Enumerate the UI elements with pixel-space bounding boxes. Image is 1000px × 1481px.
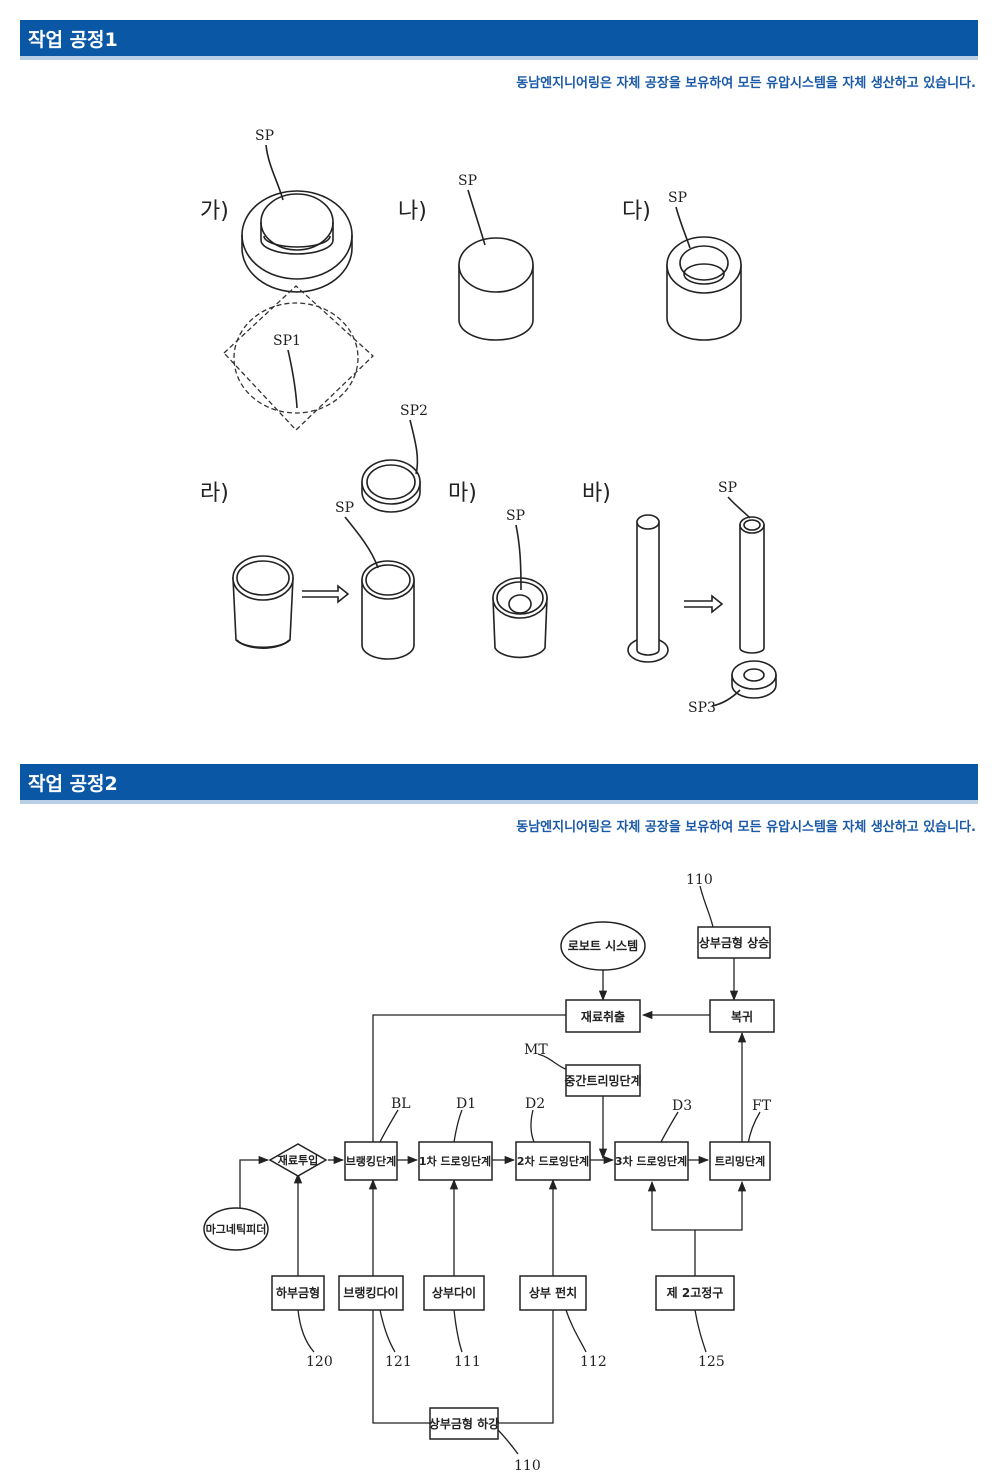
ref-label-110-top: 110 [686,872,713,888]
label-sp1: SP1 [273,333,301,349]
box-return: 복귀 [709,999,775,1033]
svg-text:브랭킹단계: 브랭킹단계 [346,1154,397,1168]
step-label-na: 나) [398,199,427,224]
box-lower-mold: 하부금형 [271,1275,325,1311]
flanged-cup-part [241,190,353,293]
box-mid-trimming: 중간트리밍단계 [564,1064,642,1097]
ref-label-121: 121 [385,1354,412,1370]
svg-text:제 2고정구: 제 2고정구 [667,1285,724,1300]
box-upper-punch: 상부 펀치 [519,1275,587,1311]
ref-label-bl: BL [391,1096,411,1112]
step-label-ra: 라) [200,481,229,506]
label-sp-ma: SP [506,508,525,524]
long-tube-after [739,516,765,654]
box-blanking: 브랭킹단계 [344,1141,398,1181]
svg-text:상부금형 상승: 상부금형 상승 [699,935,769,950]
svg-text:마그네틱피더: 마그네틱피더 [206,1222,267,1236]
step-label-ga: 가) [200,199,229,224]
process2-flowchart: 상부금형 상승 로보트 시스템 재료취출 복귀 중간트리밍단계 마그네틱피더 재… [203,872,775,1474]
box-draw1: 1차 드로잉단계 [418,1141,493,1181]
section2-title: 작업 공정2 [28,772,118,795]
section1-subtitle: 동남엔지니어링은 자체 공장을 보유하여 모든 유압시스템을 자체 생산하고 있… [516,76,976,91]
drawn-cup-before [232,555,294,649]
svg-text:상부다이: 상부다이 [432,1285,476,1300]
svg-text:상부금형 하강: 상부금형 하강 [429,1416,499,1431]
svg-text:재료투입: 재료투입 [278,1153,318,1167]
box-blanking-die: 브랭킹다이 [338,1275,404,1311]
svg-text:브랭킹다이: 브랭킹다이 [343,1285,398,1300]
svg-text:1차 드로잉단계: 1차 드로잉단계 [419,1154,491,1168]
step-label-ba: 바) [582,481,611,506]
svg-text:2차 드로잉단계: 2차 드로잉단계 [517,1154,589,1168]
svg-text:하부금형: 하부금형 [276,1285,320,1300]
right-arrow-icon [302,584,350,604]
label-sp-na: SP [458,173,477,189]
cup-with-insert-part [492,577,548,659]
trimmed-ring-sp2 [361,459,421,513]
long-tube-before [627,514,669,663]
ref-label-111: 111 [454,1354,481,1370]
label-sp-ba: SP [718,480,737,496]
trimmed-cup-part [361,560,415,660]
ref-label-125: 125 [698,1354,725,1370]
process1-drawing: 가) 나) 다) 라) 마) 바) SP SP1 SP SP [200,128,777,716]
diamond-material-input: 재료투입 [268,1143,328,1177]
ref-label-d3: D3 [672,1098,692,1114]
ref-label-d2: D2 [525,1096,545,1112]
section2-title-bar: 작업 공정2 [20,764,978,804]
blank-sheet [223,285,374,431]
label-sp-ra: SP [335,500,354,516]
section2-subtitle: 동남엔지니어링은 자체 공장을 보유하여 모든 유압시스템을 자체 생산하고 있… [516,820,976,835]
box-material-extract: 재료취출 [565,999,641,1033]
label-sp2: SP2 [400,403,428,419]
label-sp-da: SP [668,190,687,206]
box-upper-die: 상부다이 [423,1275,485,1311]
solid-cylinder-part [458,237,534,341]
box-fixture2: 제 2고정구 [655,1275,735,1311]
hollow-cylinder-part [666,236,742,341]
ref-label-110-bottom: 110 [514,1458,541,1474]
ref-label-mt: MT [524,1042,548,1058]
section1-title-bar: 작업 공정1 [20,20,978,60]
box-upper-mold-down: 상부금형 하강 [429,1407,499,1440]
flowchart-connectors [239,958,747,1424]
svg-text:트리밍단계: 트리밍단계 [715,1154,766,1168]
callout-leaders [297,885,761,1455]
svg-text:로보트 시스템: 로보트 시스템 [568,938,638,953]
label-sp-ga: SP [255,128,274,144]
step-label-ma: 마) [448,481,477,506]
ref-label-d1: D1 [456,1096,476,1112]
ellipse-magnetic-feeder: 마그네틱피더 [203,1207,269,1251]
ellipse-robot-system: 로보트 시스템 [560,921,646,971]
ref-label-120: 120 [306,1354,333,1370]
box-draw2: 2차 드로잉단계 [515,1141,591,1181]
right-arrow-icon-2 [684,594,724,614]
step-label-da: 다) [622,199,651,224]
base-ring-sp3 [731,660,777,699]
svg-text:중간트리밍단계: 중간트리밍단계 [564,1073,641,1088]
section1-title: 작업 공정1 [28,28,118,51]
svg-text:상부 펀치: 상부 펀치 [529,1285,577,1300]
label-sp3: SP3 [688,700,716,716]
svg-text:3차 드로잉단계: 3차 드로잉단계 [615,1154,687,1168]
box-upper-mold-up: 상부금형 상승 [697,926,771,959]
svg-text:재료취출: 재료취출 [581,1009,625,1024]
svg-text:복귀: 복귀 [731,1009,753,1024]
box-trimming: 트리밍단계 [709,1141,771,1181]
box-draw3: 3차 드로잉단계 [614,1141,689,1181]
ref-label-112: 112 [580,1354,607,1370]
ref-label-ft: FT [752,1098,772,1114]
